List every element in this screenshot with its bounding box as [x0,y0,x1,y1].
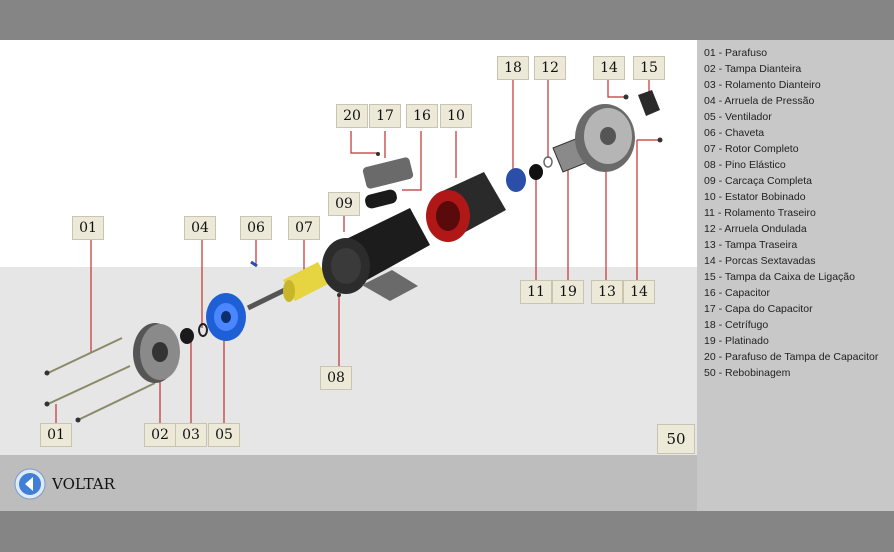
centrifugal-18 [506,168,526,192]
part-label-11[interactable]: 11 [520,280,552,304]
legend-item: 20 - Parafuso de Tampa de Capacitor [704,351,879,363]
rotor-07 [283,262,330,302]
legend-item: 03 - Rolamento Dianteiro [704,79,821,91]
legend-item: 10 - Estator Bobinado [704,191,806,203]
frame-09 [322,208,430,301]
part-label-14[interactable]: 14 [593,56,625,80]
rear-end-shield-13 [575,104,635,172]
part-label-10[interactable]: 10 [440,104,472,128]
bottom-bar [0,511,894,552]
fan-05 [206,293,246,341]
legend-item: 12 - Arruela Ondulada [704,223,807,235]
arrow-left-icon [14,468,46,500]
part-label-16[interactable]: 16 [406,104,438,128]
legend-item: 01 - Parafuso [704,47,768,59]
exploded-motor-diagram [44,79,663,423]
part-label-13[interactable]: 13 [591,280,623,304]
legend-item: 02 - Tampa Dianteira [704,63,802,75]
part-label-01[interactable]: 01 [40,423,72,447]
terminal-box-cover-15 [638,90,660,116]
pressure-washer-04 [198,323,208,337]
part-label-19[interactable]: 19 [552,280,584,304]
legend-item: 14 - Porcas Sextavadas [704,255,816,267]
part-label-02[interactable]: 02 [144,423,176,447]
part-label-17[interactable]: 17 [369,104,401,128]
legend-item: 06 - Chaveta [704,127,765,139]
bolt-heads [44,370,81,423]
legend-item: 18 - Cetrífugo [704,319,769,331]
part-label-15[interactable]: 15 [633,56,665,80]
legend-item: 13 - Tampa Traseira [704,239,798,251]
part-label-09[interactable]: 09 [328,192,360,216]
legend-item: 09 - Carcaça Completa [704,175,812,187]
legend-item: 19 - Platinado [704,335,769,347]
legend-item: 16 - Capacitor [704,287,770,299]
legend-item: 11 - Rolamento Traseiro [704,207,816,219]
part-label-20[interactable]: 20 [336,104,368,128]
rear-bearing-11 [529,164,543,180]
diagram-area: 01 01 02 03 04 05 06 07 08 09 20 17 16 1… [0,40,697,455]
part-label-04[interactable]: 04 [184,216,216,240]
back-label: VOLTAR [52,475,115,493]
legend-item: 04 - Arruela de Pressão [704,95,815,107]
legend-item: 15 - Tampa da Caixa de Ligação [704,271,855,283]
legend-item: 50 - Rebobinagem [704,367,791,379]
legend-item: 17 - Capa do Capacitor [704,303,813,315]
front-bearing-03 [180,328,194,344]
top-bar [0,0,894,40]
part-label-18[interactable]: 18 [497,56,529,80]
part-label-03[interactable]: 03 [175,423,207,447]
stator-10 [426,172,506,242]
front-end-shield-02 [133,323,180,383]
wave-washer-12 [543,156,553,168]
parts-legend: 01 - Parafuso 02 - Tampa Dianteira 03 - … [697,40,894,511]
legend-item: 05 - Ventilador [704,111,772,123]
part-label-05[interactable]: 05 [208,423,240,447]
hex-nut [657,137,663,143]
part-label-14[interactable]: 14 [623,280,655,304]
part-label-08[interactable]: 08 [320,366,352,390]
rewinding-button-50[interactable]: 50 [657,424,695,454]
part-label-07[interactable]: 07 [288,216,320,240]
legend-item: 08 - Pino Elástico [704,159,786,171]
key-06 [250,260,258,268]
legend-item: 07 - Rotor Completo [704,143,799,155]
back-button[interactable]: VOLTAR [14,468,115,500]
part-label-06[interactable]: 06 [240,216,272,240]
hex-nut [623,94,629,100]
bolts-01 [47,337,156,421]
capacitor-16-17 [362,152,414,209]
part-label-01[interactable]: 01 [72,216,104,240]
part-label-12[interactable]: 12 [534,56,566,80]
